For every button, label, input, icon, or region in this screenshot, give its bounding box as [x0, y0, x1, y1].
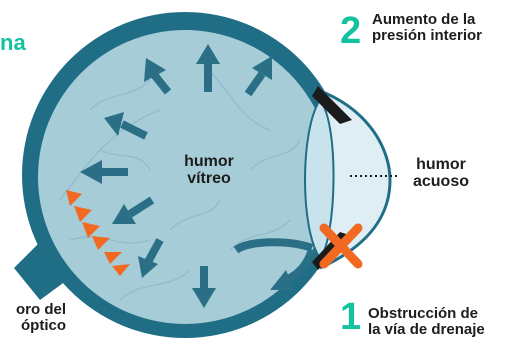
partial-title: na [0, 30, 26, 56]
step-1-line-2: la vía de drenaje [368, 322, 485, 338]
vitreous-label: humor vítreo [172, 154, 246, 188]
step-1-text: Obstrucción de la vía de drenaje [368, 306, 485, 338]
optic-partial-label: oro del óptico [0, 302, 66, 334]
step-2-text: Aumento de la presión interior [372, 12, 482, 44]
step-1-number: 1 [340, 298, 361, 336]
optic-line-1: oro del [0, 302, 66, 318]
step-2-line-1: Aumento de la [372, 12, 482, 28]
optic-line-2: óptico [0, 318, 66, 334]
vitreous-line-2: vítreo [172, 171, 246, 188]
step-2-number: 2 [340, 12, 361, 50]
step-2-line-2: presión interior [372, 28, 482, 44]
aqueous-line-1: humor [406, 157, 476, 174]
aqueous-line-2: acuoso [406, 174, 476, 191]
aqueous-label: humor acuoso [406, 157, 476, 191]
vitreous-line-1: humor [172, 154, 246, 171]
step-1-line-1: Obstrucción de [368, 306, 485, 322]
